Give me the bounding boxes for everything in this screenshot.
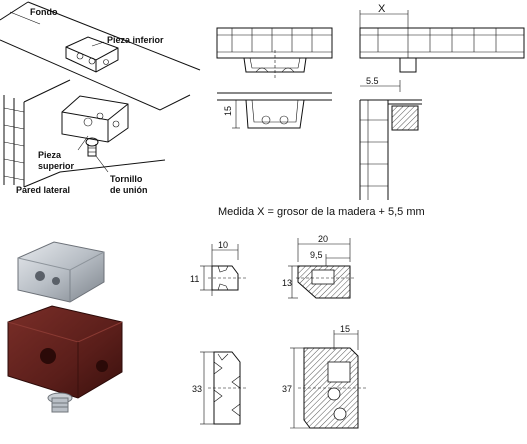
tornillo-sketch: [85, 137, 99, 157]
dim-15-front: 15: [223, 106, 233, 116]
label-fondo: Fondo: [30, 7, 58, 17]
dim-15-section: 15: [340, 324, 350, 334]
label-tornillo: Tornillo: [110, 174, 143, 184]
dim-9-5: 9,5: [310, 250, 323, 260]
detail-large-front: [200, 351, 248, 425]
pieza-superior-sketch: [61, 95, 129, 143]
isometric-assembly-drawing: [0, 1, 201, 188]
detail-large-section: [290, 330, 366, 429]
dim-10: 10: [218, 240, 228, 250]
side-wall-section: [359, 99, 422, 200]
photo-brown-part: [7, 305, 123, 413]
dim-13: 13: [282, 278, 292, 288]
dim-33: 33: [192, 384, 202, 394]
label-pared-lateral: Pared lateral: [16, 185, 70, 195]
side-section-view: [359, 10, 525, 92]
front-section-view-lower: [217, 92, 332, 129]
dim-x: X: [378, 3, 386, 15]
label-de-union: de unión: [110, 185, 148, 195]
dim-20: 20: [318, 234, 328, 244]
detail-small-front: [200, 244, 246, 296]
caption: Medida X = grosor de la madera + 5,5 mm: [218, 206, 425, 218]
dim-37: 37: [282, 384, 292, 394]
label-pieza-inferior: Pieza inferior: [107, 35, 164, 45]
detail-small-section: [288, 238, 356, 299]
dim-11: 11: [190, 274, 199, 284]
dim-5-5: 5.5: [366, 76, 379, 86]
label-superior: superior: [38, 161, 75, 171]
label-pieza: Pieza: [38, 150, 62, 160]
pieza-inferior-sketch: [65, 36, 119, 73]
photo-silver-part: [17, 241, 105, 303]
front-section-view: [216, 27, 333, 80]
